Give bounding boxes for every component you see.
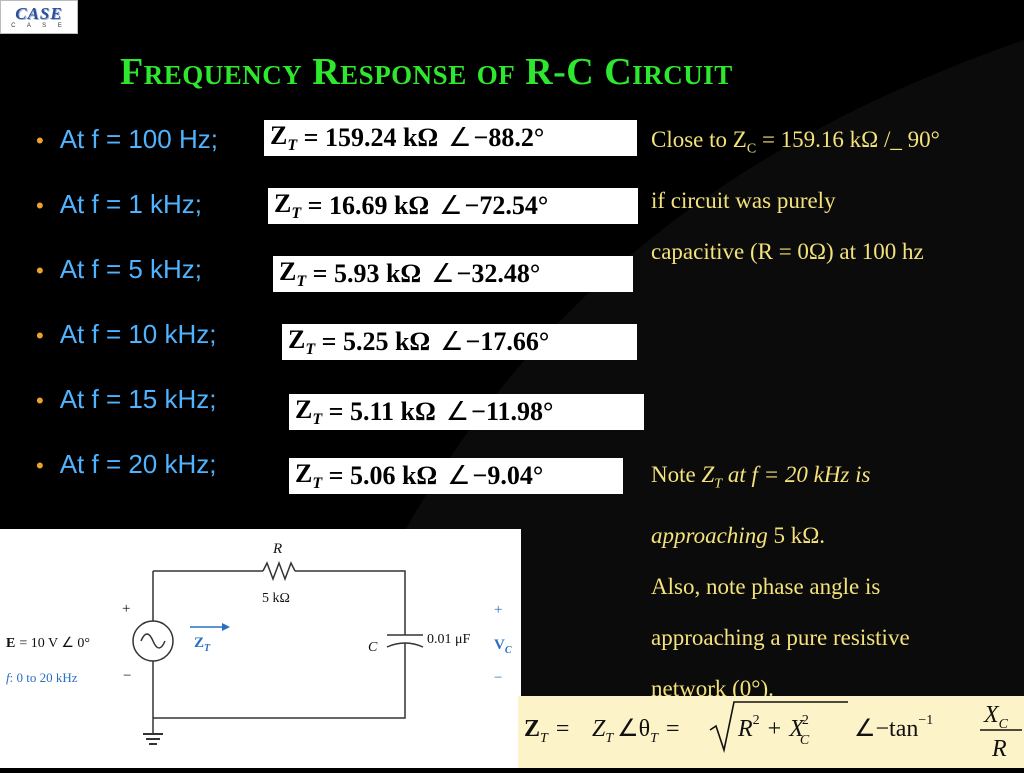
impedance-magnitude: 159.24 kΩ [324, 123, 439, 152]
note-line: Note ZT at f = 20 kHz is [651, 462, 871, 492]
vc-minus: − [494, 670, 502, 686]
bullet-dot-icon: • [36, 323, 44, 348]
case-logo: CASE C A S E [0, 0, 78, 34]
source-plus: + [122, 601, 130, 617]
resistor-label: R [272, 541, 282, 557]
bullet-dot-icon: • [36, 193, 44, 218]
wire-top-right [295, 570, 406, 635]
formula-denominator: R [991, 736, 1007, 762]
frequency-range: f: 0 to 20 kHz [6, 670, 78, 685]
bullet-label: At f = 10 kHz; [59, 319, 217, 349]
zt-symbol: ZT [279, 257, 307, 290]
note-line: approaching a pure resistive [651, 624, 910, 650]
impedance-phase: −17.66° [465, 327, 550, 356]
impedance-equation-1khz: ZT = 16.69 kΩ∠−72.54° [268, 188, 638, 224]
resistor-zigzag [262, 560, 296, 582]
bullet-dot-icon: • [36, 258, 44, 283]
note-line: Also, note phase angle is [651, 573, 881, 599]
impedance-phase: −11.98° [471, 397, 554, 426]
impedance-phase: −32.48° [456, 259, 541, 288]
impedance-magnitude: 5.11 kΩ [349, 397, 436, 426]
bullet-20khz: • At f = 20 kHz; [36, 449, 217, 480]
zt-arrow [190, 623, 230, 631]
logo-sub-text: C A S E [11, 22, 67, 29]
bullet-label: At f = 100 Hz; [59, 124, 218, 154]
formula-lhs: ZT= [524, 716, 569, 746]
bullet-dot-icon: • [36, 453, 44, 478]
formula-polar: ZT∠θT= [592, 716, 680, 746]
bullet-label: At f = 15 kHz; [59, 384, 217, 414]
impedance-equation-15khz: ZT = 5.11 kΩ∠−11.98° [289, 394, 644, 430]
bullet-10khz: • At f = 10 kHz; [36, 319, 217, 350]
source-minus: − [123, 668, 131, 684]
formula-arctan: ∠−tan−1 [854, 713, 933, 742]
capacitor-value: 0.01 μF [427, 632, 471, 647]
impedance-magnitude: 16.69 kΩ [328, 191, 430, 220]
impedance-phase: −72.54° [464, 191, 549, 220]
note-resistive: Note ZT at f = 20 kHz is approaching 5 k… [651, 449, 1021, 714]
formula-numerator: XC [983, 702, 1009, 732]
sqrt-sign [709, 701, 848, 754]
bullet-5khz: • At f = 5 kHz; [36, 254, 202, 285]
impedance-equation-5khz: ZT = 5.93 kΩ∠−32.48° [273, 256, 633, 292]
zt-label: ZT [194, 635, 211, 654]
source-voltage: E= 10 V ∠ 0° [6, 636, 90, 651]
impedance-magnitude: 5.06 kΩ [349, 461, 438, 490]
bullet-label: At f = 5 kHz; [59, 254, 203, 284]
note-line: if circuit was purely [651, 187, 836, 213]
note-line: Close to ZC = 159.16 kΩ /_ 90° [651, 127, 940, 157]
note-line: approaching 5 kΩ. [651, 522, 826, 548]
slide-title: Frequency Response of R-C Circuit [120, 51, 733, 93]
bullet-1khz: • At f = 1 kHz; [36, 189, 202, 220]
rc-circuit-diagram: R 5 kΩ C 0.01 μF + − E= 10 V ∠ 0° f: 0 t… [0, 529, 521, 768]
zt-symbol: ZT [288, 325, 316, 358]
zt-symbol: ZT [295, 395, 323, 428]
bullet-dot-icon: • [36, 128, 44, 153]
resistor-value: 5 kΩ [262, 591, 290, 606]
impedance-phase: −9.04° [472, 461, 544, 490]
impedance-phase: −88.2° [473, 123, 545, 152]
bullet-100hz: • At f = 100 Hz; [36, 124, 218, 155]
vc-plus: + [494, 602, 502, 618]
bullet-label: At f = 1 kHz; [59, 189, 203, 219]
logo-main-text: CASE [15, 3, 63, 23]
zt-symbol: ZT [295, 459, 323, 492]
capacitor-label: C [368, 640, 378, 655]
impedance-equation-10khz: ZT = 5.25 kΩ∠−17.66° [282, 324, 637, 360]
impedance-magnitude: 5.93 kΩ [333, 259, 422, 288]
ac-source-sine [140, 633, 166, 649]
zt-symbol: ZT [270, 121, 298, 154]
bullet-label: At f = 20 kHz; [59, 449, 217, 479]
vc-label: VC [494, 637, 512, 656]
impedance-equation-20khz: ZT = 5.06 kΩ∠−9.04° [289, 458, 623, 494]
bullet-15khz: • At f = 15 kHz; [36, 384, 217, 415]
zt-symbol: ZT [274, 189, 302, 222]
impedance-magnitude: 5.25 kΩ [342, 327, 431, 356]
note-capacitive: Close to ZC = 159.16 kΩ /_ 90° if circui… [651, 114, 1021, 277]
circuit-schematic: R 5 kΩ C 0.01 μF + − E= 10 V ∠ 0° f: 0 t… [6, 541, 512, 745]
bullet-dot-icon: • [36, 388, 44, 413]
impedance-equation-100hz: ZT = 159.24 kΩ∠−88.2° [264, 120, 637, 156]
wire-right-down [153, 643, 406, 719]
note-line: capacitive (R = 0Ω) at 100 hz [651, 238, 924, 264]
